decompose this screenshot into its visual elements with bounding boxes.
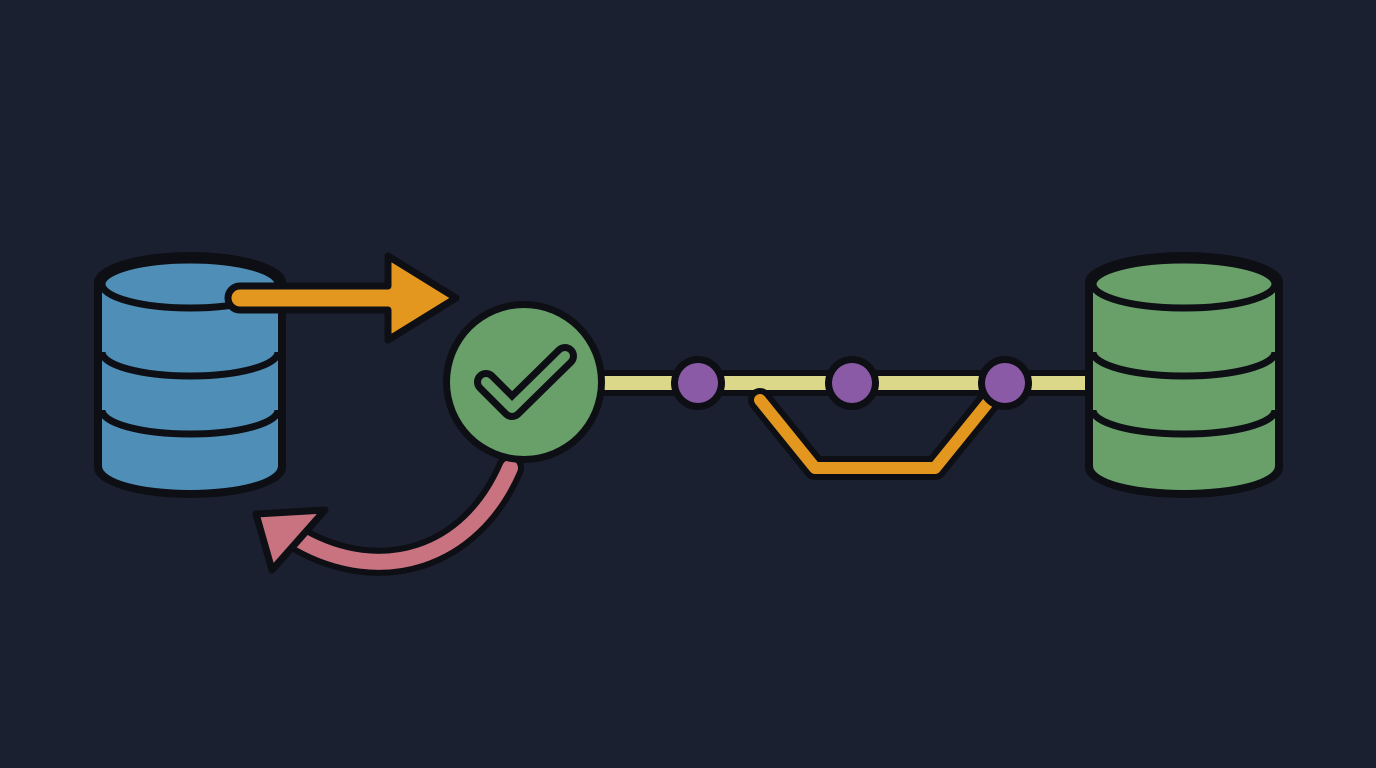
commit-node-2 <box>825 356 879 410</box>
target-database-icon <box>1085 252 1283 498</box>
forward-arrow-icon <box>224 252 460 344</box>
commit-node-3 <box>978 356 1032 410</box>
branch-path <box>748 388 1002 480</box>
rollback-arrow-icon <box>252 454 524 576</box>
commit-node-1 <box>671 356 725 410</box>
validation-check-icon <box>443 301 605 463</box>
